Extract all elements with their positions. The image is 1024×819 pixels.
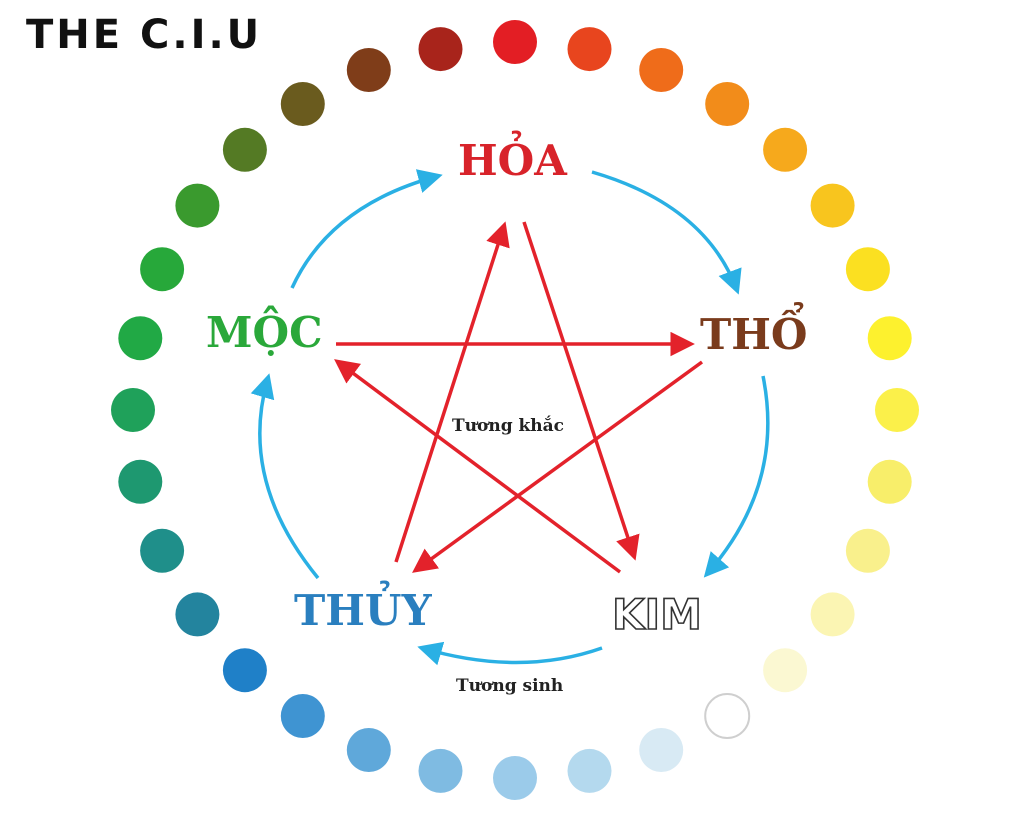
color-dot xyxy=(346,728,391,772)
color-dot xyxy=(140,528,185,573)
arrow-hoa-to-kim xyxy=(522,221,640,561)
color-dot xyxy=(867,316,912,361)
arrow-moc-to-hoa xyxy=(290,169,443,289)
arrow-kim-to-moc xyxy=(334,359,622,574)
element-thuy: THỦY xyxy=(294,586,432,635)
color-dot xyxy=(704,693,751,739)
logo: THE C.I.U xyxy=(26,12,263,58)
color-dot xyxy=(810,592,855,637)
color-dot xyxy=(111,388,155,432)
color-dot xyxy=(222,648,267,693)
arrow-thuy-to-moc xyxy=(250,373,320,580)
color-dot xyxy=(705,82,750,126)
generating-cycle xyxy=(250,169,770,666)
color-dot xyxy=(567,27,612,72)
arrow-tho-to-kim xyxy=(703,375,770,578)
color-dot xyxy=(222,127,267,172)
color-dot xyxy=(845,528,890,573)
element-moc: MỘC xyxy=(206,308,323,357)
color-dot xyxy=(175,183,220,228)
arrow-hoa-to-tho xyxy=(591,170,742,295)
color-dot xyxy=(418,27,463,72)
color-dot xyxy=(346,48,391,92)
color-dot xyxy=(810,183,855,228)
arrow-kim-to-thuy xyxy=(417,641,603,666)
color-dot xyxy=(567,748,612,793)
color-dot xyxy=(493,20,537,64)
caption-tuong-sinh: Tương sinh xyxy=(456,676,564,696)
color-dot xyxy=(867,459,912,504)
element-hoa: HỎA xyxy=(458,136,567,185)
element-kim: KIM xyxy=(611,590,703,639)
controlling-cycle xyxy=(334,221,704,574)
color-dot xyxy=(140,247,185,292)
color-dot xyxy=(845,247,890,292)
caption-tuong-khac: Tương khắc xyxy=(452,416,565,436)
color-dot xyxy=(493,756,537,800)
color-dot xyxy=(118,459,163,504)
color-dot xyxy=(418,748,463,793)
color-dot xyxy=(763,127,808,172)
color-dot xyxy=(175,592,220,637)
color-wheel-dots xyxy=(111,20,919,800)
color-dot xyxy=(875,388,919,432)
arrow-tho-to-thuy xyxy=(412,360,704,573)
color-dot xyxy=(639,728,684,772)
color-dot xyxy=(280,82,325,126)
element-tho: THỔ xyxy=(700,310,808,359)
arrow-thuy-to-hoa xyxy=(394,221,510,563)
color-dot xyxy=(118,316,163,361)
color-dot xyxy=(639,48,684,92)
color-dot xyxy=(280,694,325,738)
color-dot xyxy=(763,648,808,693)
